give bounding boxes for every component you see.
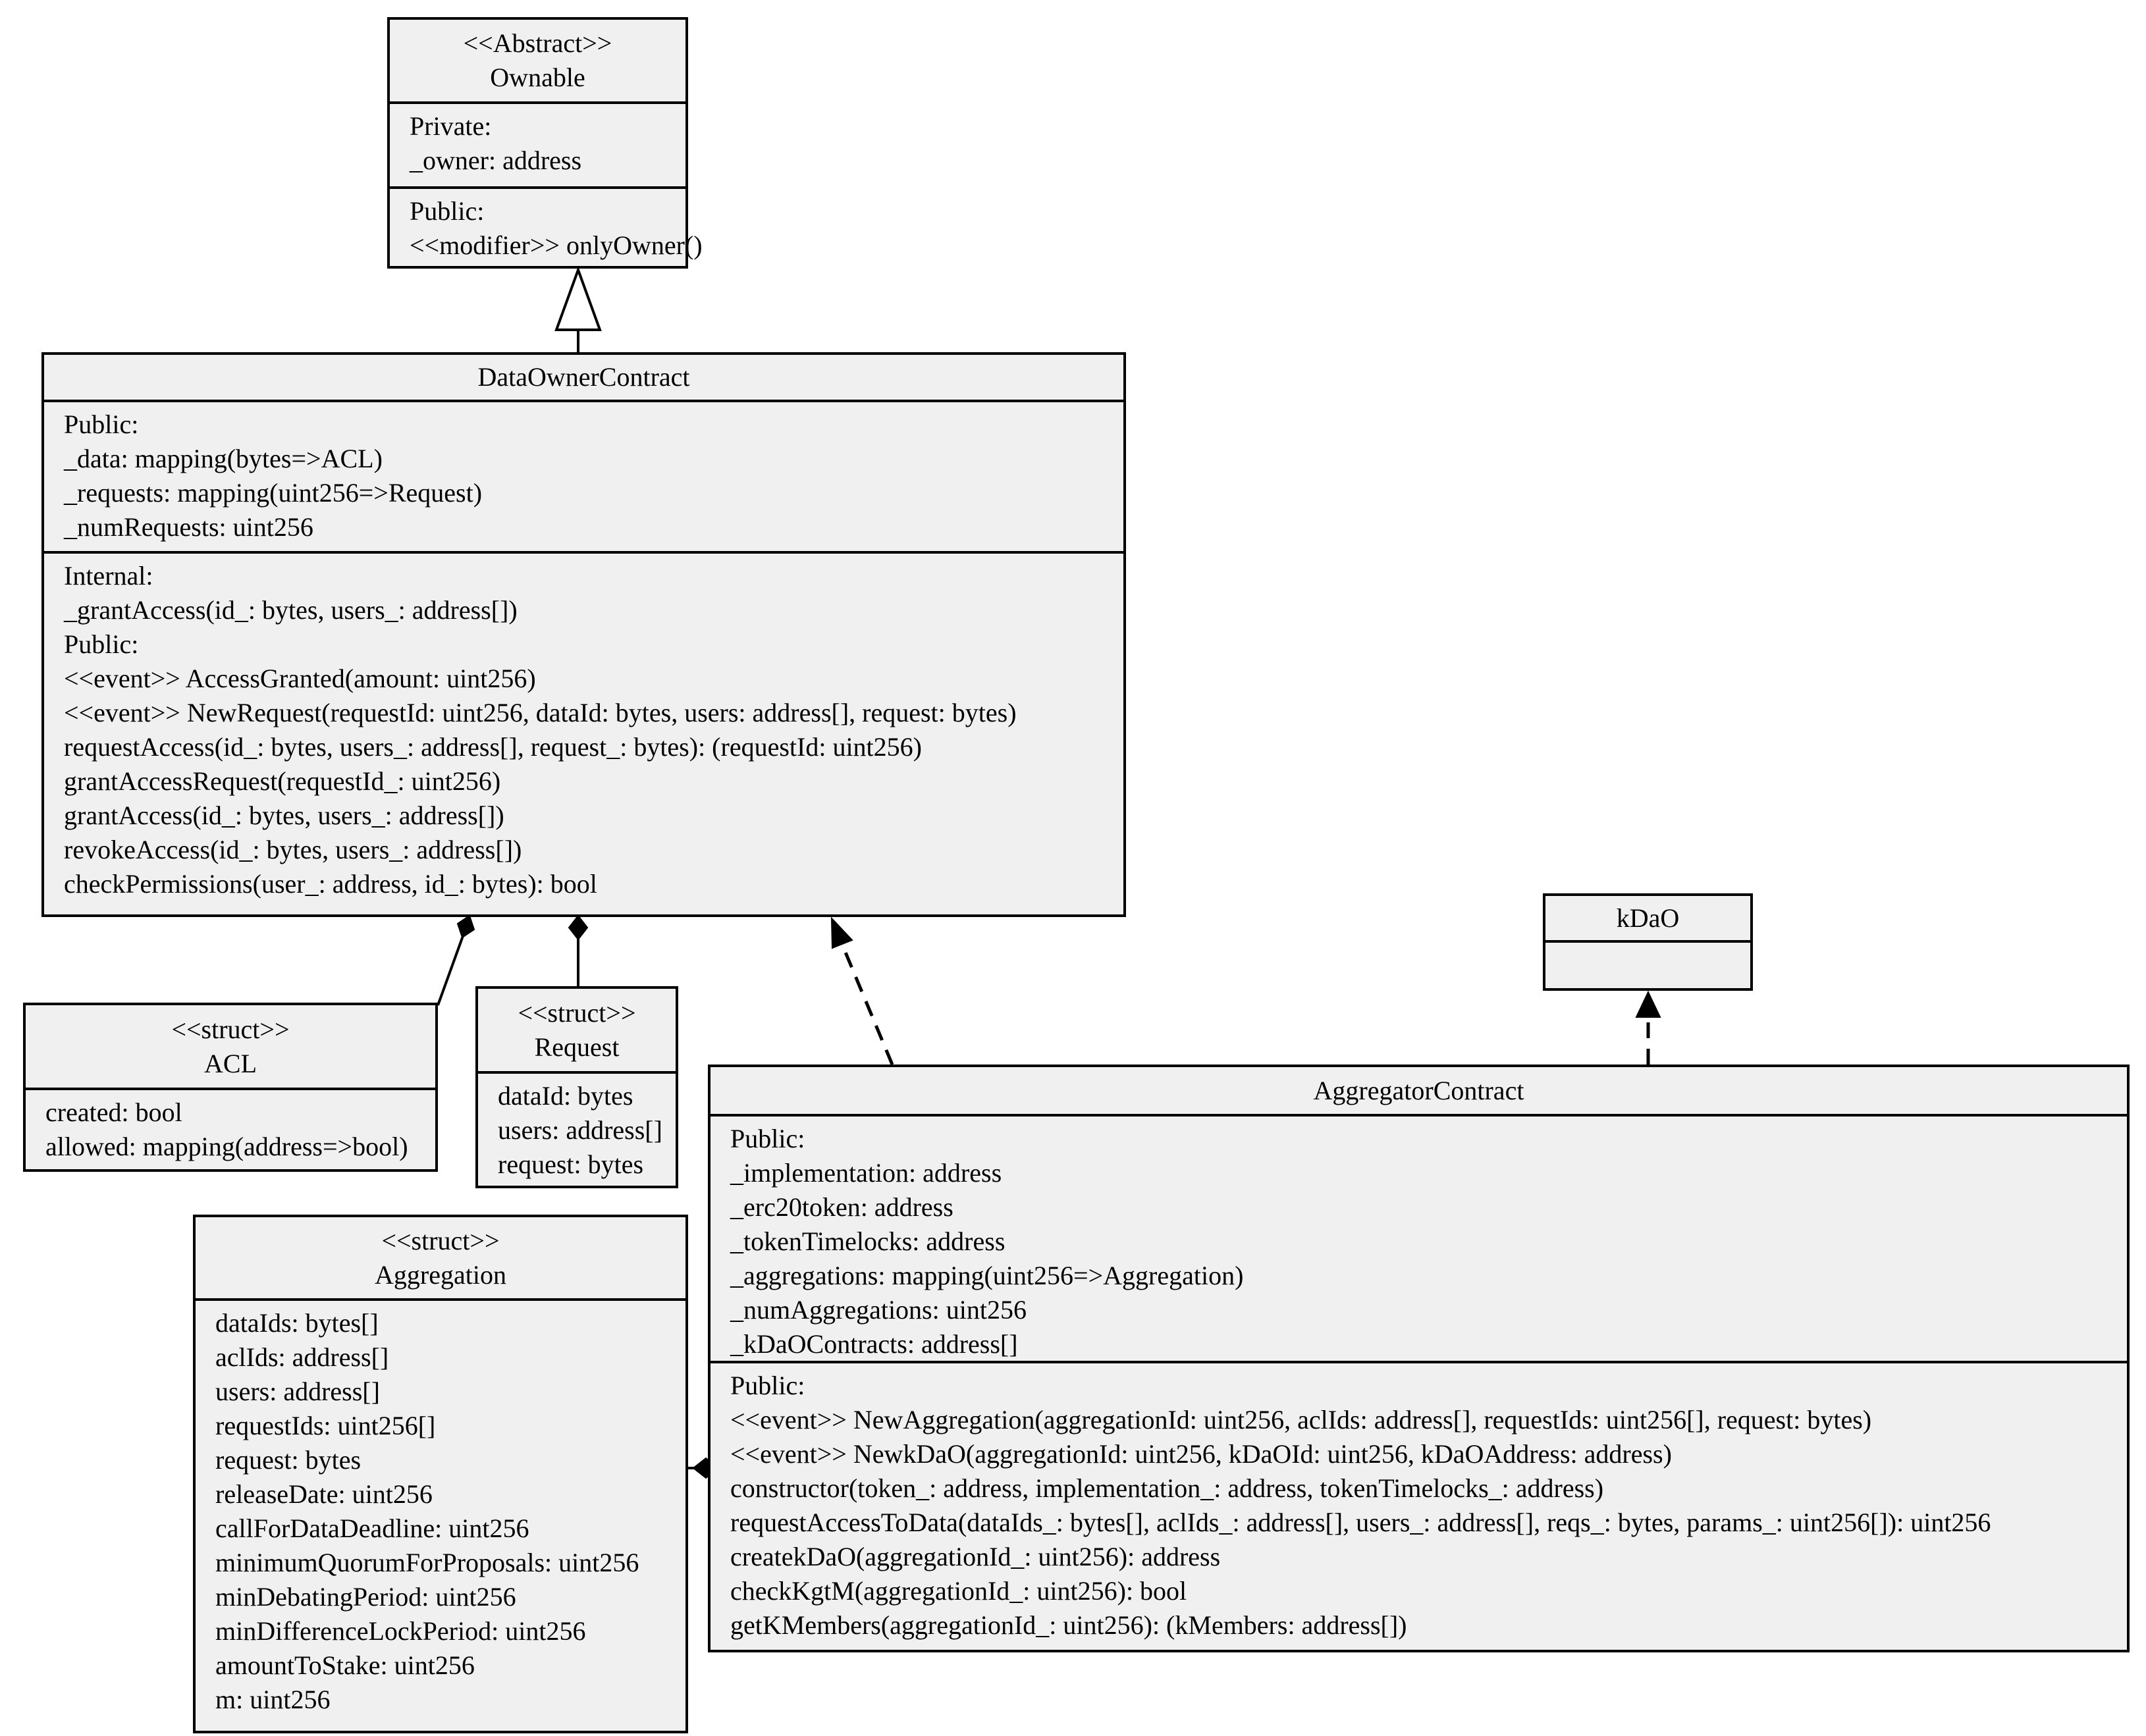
class-stereotype: <<struct>> bbox=[518, 997, 636, 1028]
member-line: _tokenTimelocks: address bbox=[730, 1226, 1006, 1256]
generalization-dataownercontract-ownable bbox=[554, 266, 602, 354]
member-line: Public: bbox=[410, 196, 485, 226]
class-aggregatorcontract-title: AggregatorContract bbox=[711, 1067, 2127, 1114]
member-line: <<event>> NewkDaO(aggregationId: uint256… bbox=[730, 1439, 1672, 1469]
member-line: <<modifier>> onlyOwner() bbox=[410, 230, 703, 260]
member-line: checkPermissions(user_: address, id_: by… bbox=[64, 869, 597, 899]
class-stereotype: <<struct>> bbox=[381, 1225, 500, 1255]
member-line: aclIds: address[] bbox=[215, 1342, 389, 1372]
class-name: ACL bbox=[204, 1048, 257, 1078]
class-acl-title: <<struct>> ACL bbox=[26, 1005, 435, 1088]
member-line: _owner: address bbox=[410, 145, 582, 175]
member-line: users: address[] bbox=[215, 1377, 380, 1406]
hollow-triangle-arrowhead bbox=[554, 266, 602, 331]
member-line: m: uint256 bbox=[215, 1685, 331, 1714]
filled-arrowhead bbox=[830, 916, 853, 949]
class-name: Ownable bbox=[490, 63, 585, 92]
class-aggregation-attributes: dataIds: bytes[] aclIds: address[] users: … bbox=[196, 1298, 685, 1731]
member-line: requestIds: uint256[] bbox=[215, 1411, 436, 1440]
class-aggregatorcontract-attributes: Public: _implementation: address _erc20tok… bbox=[711, 1114, 2127, 1361]
class-ownable: <<Abstract>> Ownable Private: _owner: add… bbox=[387, 17, 703, 269]
dependency-aggregatorcontract-kdao bbox=[1635, 990, 1661, 1065]
member-line: minimumQuorumForProposals: uint256 bbox=[215, 1548, 639, 1577]
class-dataownercontract-methods: Internal: _grantAccess(id_: bytes, users_… bbox=[44, 551, 1123, 914]
class-ownable-title: <<Abstract>> Ownable bbox=[390, 20, 685, 101]
member-line: _kDaOContracts: address[] bbox=[730, 1329, 1018, 1359]
dependency-aggregatorcontract-dataownercontract bbox=[830, 916, 894, 1065]
class-aggregation: <<struct>> Aggregation dataIds: bytes[] a… bbox=[193, 1215, 688, 1733]
member-line: created: bool bbox=[45, 1097, 182, 1127]
member-line: requestAccess(id_: bytes, users_: addres… bbox=[64, 732, 922, 762]
member-line: constructor(token_: address, implementat… bbox=[730, 1473, 1604, 1503]
filled-diamond bbox=[568, 914, 589, 941]
member-line: <<event>> AccessGranted(amount: uint256) bbox=[64, 664, 536, 693]
class-kdao-title: kDaO bbox=[1545, 896, 1750, 940]
class-aggregatorcontract-methods: Public: <<event>> NewAggregation(aggregat… bbox=[711, 1361, 2127, 1650]
class-acl-attributes: created: bool allowed: mapping(address=>b… bbox=[26, 1088, 435, 1169]
member-line: minDifferenceLockPeriod: uint256 bbox=[215, 1616, 586, 1646]
member-line: createkDaO(aggregationId_: uint256): add… bbox=[730, 1542, 1221, 1571]
class-request-title: <<struct>> Request bbox=[478, 989, 676, 1071]
member-line: revokeAccess(id_: bytes, users_: address… bbox=[64, 835, 522, 864]
member-line: Public: bbox=[730, 1371, 805, 1400]
class-request: <<struct>> Request dataId: bytes users: a… bbox=[475, 986, 678, 1188]
class-name: DataOwnerContract bbox=[477, 362, 690, 392]
member-line: checkKgtM(aggregationId_: uint256): bool bbox=[730, 1576, 1187, 1606]
member-line: _grantAccess(id_: bytes, users_: address… bbox=[64, 595, 518, 625]
member-line: _data: mapping(bytes=>ACL) bbox=[64, 444, 383, 473]
member-line: Internal: bbox=[64, 561, 153, 591]
composition-dataownercontract-request bbox=[568, 914, 589, 987]
member-line: Public: bbox=[730, 1124, 805, 1153]
member-line: Public: bbox=[64, 629, 139, 659]
class-dataownercontract-attributes: Public: _data: mapping(bytes=>ACL) _reques… bbox=[44, 400, 1123, 551]
class-name: Request bbox=[534, 1032, 620, 1062]
class-stereotype: <<Abstract>> bbox=[463, 28, 612, 58]
class-dataownercontract: DataOwnerContract Public: _data: mapping(… bbox=[41, 352, 1126, 917]
member-line: requestAccessToData(dataIds_: bytes[], a… bbox=[730, 1508, 1991, 1537]
member-line: dataId: bytes bbox=[498, 1081, 633, 1111]
member-line: grantAccess(id_: bytes, users_: address[… bbox=[64, 801, 504, 830]
member-line: callForDataDeadline: uint256 bbox=[215, 1513, 529, 1543]
class-ownable-methods: Public: <<modifier>> onlyOwner() bbox=[390, 186, 703, 266]
class-ownable-attributes: Private: _owner: address bbox=[390, 101, 685, 186]
composition-dataownercontract-acl bbox=[437, 914, 475, 1006]
member-line: _implementation: address bbox=[730, 1158, 1002, 1188]
member-line: getKMembers(aggregationId_: uint256): (k… bbox=[730, 1610, 1407, 1640]
member-line: <<event>> NewAggregation(aggregationId: … bbox=[730, 1405, 1872, 1434]
member-line: <<event>> NewRequest(requestId: uint256,… bbox=[64, 698, 1017, 727]
member-line: request: bytes bbox=[215, 1445, 362, 1475]
member-line: dataIds: bytes[] bbox=[215, 1308, 379, 1338]
class-aggregatorcontract: AggregatorContract Public: _implementatio… bbox=[708, 1065, 2130, 1652]
member-line: users: address[] bbox=[498, 1115, 662, 1145]
member-line: _aggregations: mapping(uint256=>Aggregat… bbox=[730, 1261, 1244, 1290]
member-line: _erc20token: address bbox=[730, 1192, 953, 1222]
member-line: _numAggregations: uint256 bbox=[730, 1295, 1027, 1325]
class-stereotype: <<struct>> bbox=[171, 1014, 290, 1044]
filled-diamond bbox=[456, 914, 475, 939]
class-kdao: kDaO bbox=[1543, 893, 1753, 991]
class-name: Aggregation bbox=[375, 1259, 506, 1290]
member-line: Public: bbox=[64, 409, 139, 439]
member-line: _requests: mapping(uint256=>Request) bbox=[64, 478, 483, 508]
member-line: amountToStake: uint256 bbox=[215, 1650, 475, 1680]
member-line: _numRequests: uint256 bbox=[64, 512, 313, 542]
class-name: AggregatorContract bbox=[1313, 1075, 1524, 1105]
class-request-attributes: dataId: bytes users: address[] request: by… bbox=[478, 1071, 676, 1186]
member-line: request: bytes bbox=[498, 1149, 644, 1179]
member-line: releaseDate: uint256 bbox=[215, 1479, 433, 1509]
member-line: allowed: mapping(address=>bool) bbox=[45, 1132, 408, 1161]
class-name: kDaO bbox=[1616, 903, 1680, 933]
member-line: Private: bbox=[410, 111, 492, 141]
class-kdao-empty-compartment bbox=[1545, 940, 1750, 988]
member-line: grantAccessRequest(requestId_: uint256) bbox=[64, 766, 501, 796]
filled-arrowhead bbox=[1635, 990, 1661, 1018]
class-dataownercontract-title: DataOwnerContract bbox=[44, 355, 1123, 400]
class-aggregation-title: <<struct>> Aggregation bbox=[196, 1217, 685, 1298]
class-acl: <<struct>> ACL created: bool allowed: map… bbox=[23, 1003, 438, 1172]
member-line: minDebatingPeriod: uint256 bbox=[215, 1582, 516, 1612]
